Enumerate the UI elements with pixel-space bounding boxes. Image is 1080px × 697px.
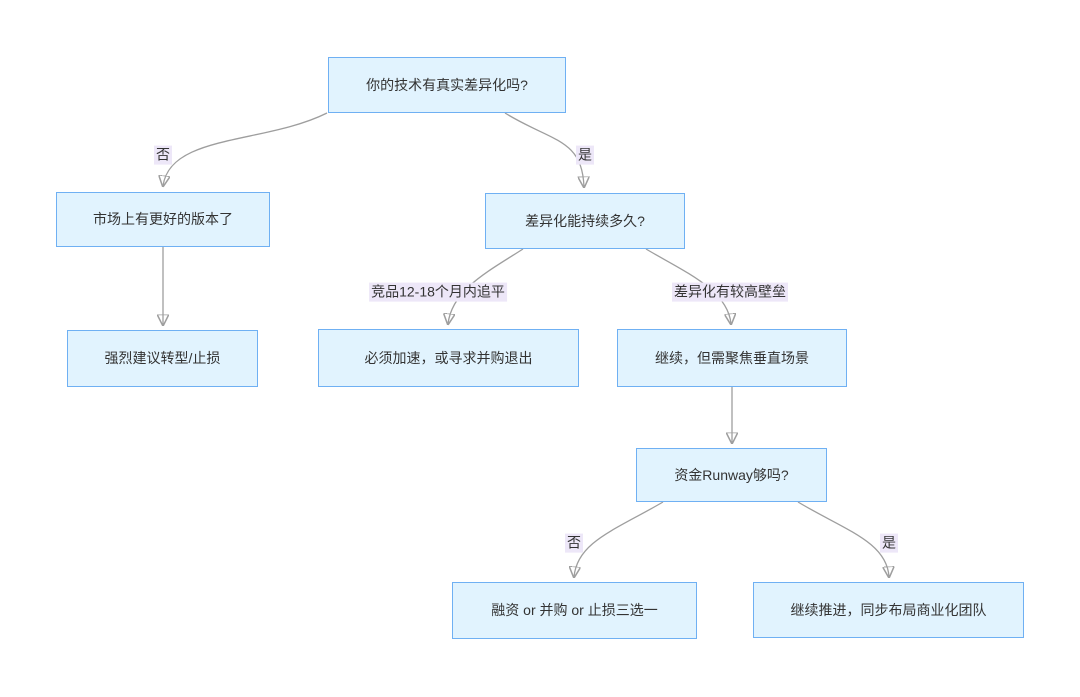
node-label: 必须加速，或寻求并购退出 [364, 349, 533, 366]
edge-label-no-1: 否 [154, 145, 172, 165]
node-differentiation-duration: 差异化能持续多久? [485, 193, 685, 249]
node-runway-enough: 资金Runway够吗? [636, 448, 827, 502]
edge-runway-to-continue-push [797, 501, 889, 577]
edge-duration-to-focus-vertical [645, 248, 731, 324]
node-accelerate-or-ma-exit: 必须加速，或寻求并购退出 [318, 329, 579, 387]
node-root-tech-differentiation: 你的技术有真实差异化吗? [328, 57, 566, 113]
node-fund-ma-or-stoploss: 融资 or 并购 or 止损三选一 [452, 582, 697, 639]
node-better-version-on-market: 市场上有更好的版本了 [56, 192, 270, 247]
node-label: 差异化能持续多久? [525, 212, 645, 229]
node-label: 融资 or 并购 or 止损三选一 [491, 602, 658, 619]
node-continue-build-commercial-team: 继续推进，同步布局商业化团队 [753, 582, 1024, 638]
edge-root-to-duration [504, 112, 584, 187]
edge-runway-to-three-choice [574, 501, 664, 577]
edge-duration-to-accelerate [448, 248, 524, 324]
edge-root-to-better-version [163, 112, 328, 186]
node-continue-focus-vertical: 继续，但需聚焦垂直场景 [617, 329, 847, 387]
edge-label-high-barrier: 差异化有较高壁垒 [672, 282, 788, 302]
edge-label-no-2: 否 [565, 533, 583, 553]
edge-label-yes-2: 是 [880, 533, 898, 553]
node-label: 市场上有更好的版本了 [93, 211, 233, 228]
node-label: 强烈建议转型/止损 [104, 350, 221, 367]
node-pivot-or-stop-loss: 强烈建议转型/止损 [67, 330, 258, 387]
edge-label-competitors-catch-up: 竞品12-18个月内追平 [369, 282, 507, 302]
node-label: 资金Runway够吗? [674, 466, 789, 483]
node-label: 继续推进，同步布局商业化团队 [790, 601, 987, 618]
edge-label-yes-1: 是 [576, 145, 594, 165]
node-label: 继续，但需聚焦垂直场景 [655, 349, 809, 366]
node-label: 你的技术有真实差异化吗? [366, 76, 528, 93]
